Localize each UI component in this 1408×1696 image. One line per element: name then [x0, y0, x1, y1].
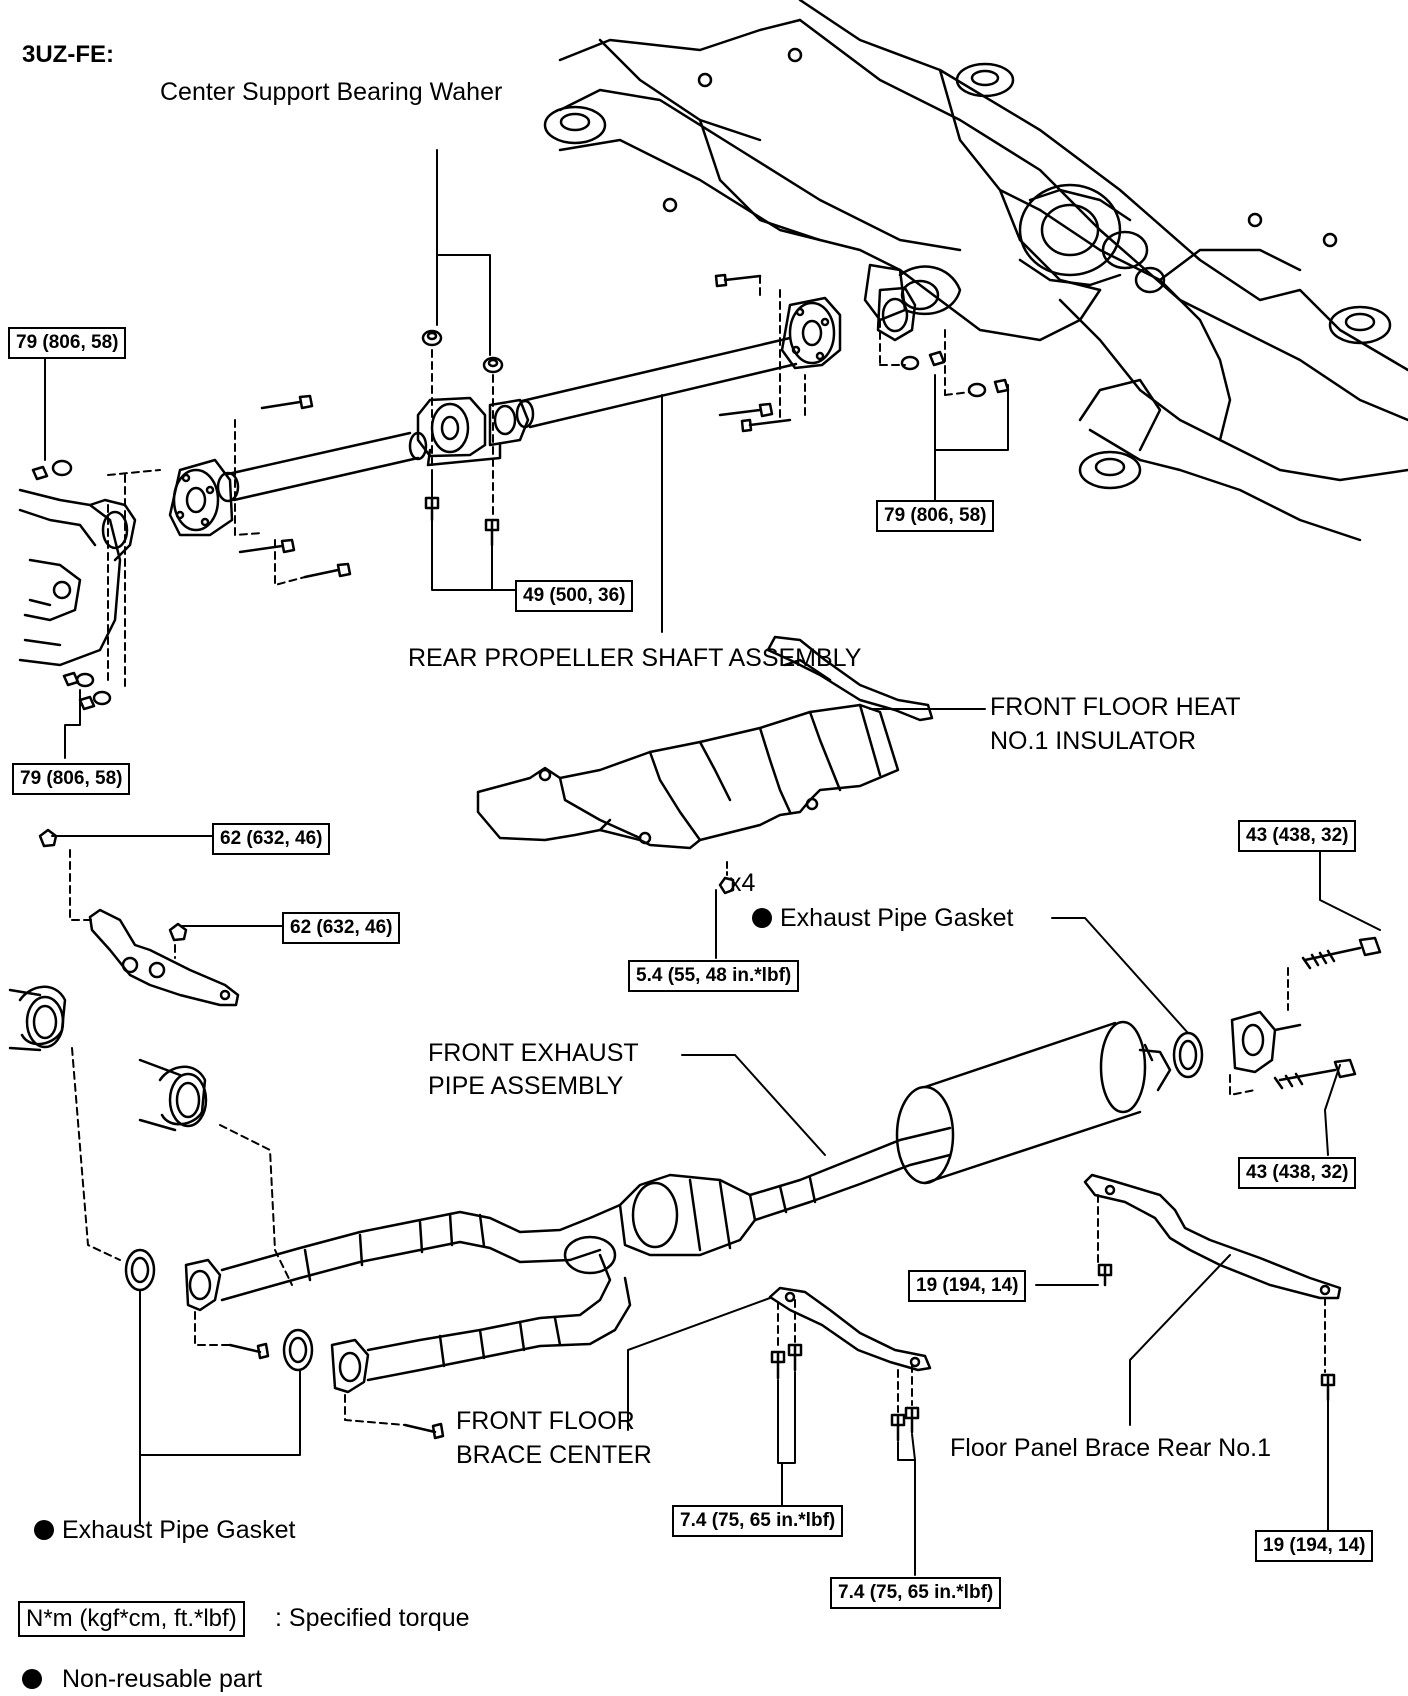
torque-62-lower: 62 (632, 46) [282, 912, 401, 944]
torque-7-4-a: 7.4 (75, 65 in.*lbf) [672, 1505, 844, 1537]
legend-torque-text: : Specified torque [275, 1604, 470, 1632]
torque-62-upper: 62 (632, 46) [212, 823, 331, 855]
diagram-heading: 3UZ-FE: [22, 41, 114, 68]
label-brace-center-line2: BRACE CENTER [456, 1441, 652, 1469]
label-exhaust-gasket-lower: Exhaust Pipe Gasket [34, 1515, 295, 1546]
floor-panel-brace-rear [1083, 1173, 1342, 1300]
nonreusable-dot-icon [752, 908, 772, 928]
label-heat-insulator-line2: NO.1 INSULATOR [990, 727, 1197, 755]
label-brace-center-line1: FRONT FLOOR [456, 1407, 635, 1435]
torque-43-upper: 43 (438, 32) [1238, 820, 1357, 852]
label-exhaust-gasket-upper: Exhaust Pipe Gasket [752, 903, 1013, 934]
torque-49: 49 (500, 36) [515, 580, 634, 612]
label-front-exhaust-line2: PIPE ASSEMBLY [428, 1072, 624, 1100]
brace-center-bolts [770, 1343, 920, 1442]
brace-center-plate [768, 1286, 932, 1372]
exhaust-spring-bolts [1273, 936, 1382, 1090]
rear-suspension-member [543, 0, 1408, 542]
torque-79-top-left: 79 (806, 58) [8, 327, 127, 359]
label-center-support-washer: Center Support Bearing Waher [160, 78, 503, 106]
flange-bolts [228, 1342, 445, 1440]
front-floor-brace-center [766, 635, 934, 722]
propeller-shaft [168, 286, 917, 537]
leader-lines [44, 149, 1381, 1576]
front-exhaust-pipe [124, 1010, 1302, 1394]
label-rear-propeller-shaft: REAR PROPELLER SHAFT ASSEMBLY [408, 644, 862, 672]
transmission [18, 488, 137, 667]
torque-5-4: 5.4 (55, 48 in.*lbf) [628, 960, 800, 992]
heat-insulator [476, 703, 900, 850]
torque-79-right: 79 (806, 58) [876, 500, 995, 532]
exhaust-manifold-outlets [8, 985, 208, 1132]
exhaust-hanger-bracket [38, 828, 240, 1007]
label-floor-panel-brace: Floor Panel Brace Rear No.1 [950, 1434, 1271, 1462]
label-heat-insulator-line1: FRONT FLOOR HEAT [990, 693, 1241, 721]
torque-7-4-b: 7.4 (75, 65 in.*lbf) [830, 1577, 1002, 1609]
legend-nonreusable: Non-reusable part [22, 1664, 262, 1695]
insulator-nut [718, 876, 735, 895]
torque-19-right: 19 (194, 14) [1255, 1530, 1374, 1562]
shaft-dashed-guides [107, 275, 971, 691]
brace-rear-bolts [1097, 1263, 1336, 1402]
label-front-exhaust-line1: FRONT EXHAUST [428, 1039, 639, 1067]
torque-19-left: 19 (194, 14) [908, 1270, 1027, 1302]
torque-79-bottom-left: 79 (806, 58) [12, 763, 131, 795]
nonreusable-dot-icon [34, 1520, 54, 1540]
nonreusable-dot-icon [22, 1669, 42, 1689]
torque-43-lower: 43 (438, 32) [1238, 1157, 1357, 1189]
legend-torque-symbol: N*m (kgf*cm, ft.*lbf) [18, 1601, 245, 1637]
label-x4: x4 [729, 869, 756, 897]
